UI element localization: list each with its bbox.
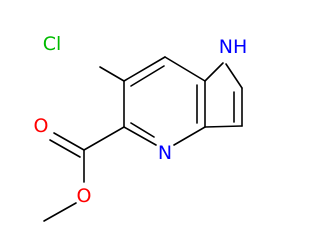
- pyrrole-nitrogen-atom-label: NH: [219, 36, 248, 58]
- bond-n4-c5-inner: [130, 122, 155, 138]
- ether-oxygen-atom-label: O: [77, 185, 92, 207]
- molecule-diagram: Cl NH N O O: [34, 33, 248, 222]
- pyridine-nitrogen-atom-label: N: [158, 142, 172, 164]
- bond-c7a-n1: [204, 62, 224, 82]
- bond-c7-c7a: [164, 56, 206, 82]
- bond-c3a-n4: [173, 126, 206, 146]
- bond-ccarbonyl-o-double-1: [53, 132, 85, 151]
- bond-c3-c3a: [204, 125, 243, 128]
- chlorine-atom-label: Cl: [43, 33, 62, 55]
- bond-c6-cl: [99, 66, 125, 82]
- bond-n4-c5: [123, 126, 157, 146]
- bond-n1-c2: [225, 63, 243, 89]
- bond-c6-c7-inner: [130, 65, 165, 87]
- carbonyl-oxygen-atom-label: O: [34, 115, 49, 137]
- bond-ccarbonyl-o-double-2: [49, 139, 81, 158]
- bond-c6-c7: [123, 56, 166, 82]
- bond-oether-methyl: [43, 202, 77, 222]
- structure-canvas: Cl NH N O O: [33, 33, 248, 222]
- bond-c5-ccarbonyl: [83, 126, 125, 151]
